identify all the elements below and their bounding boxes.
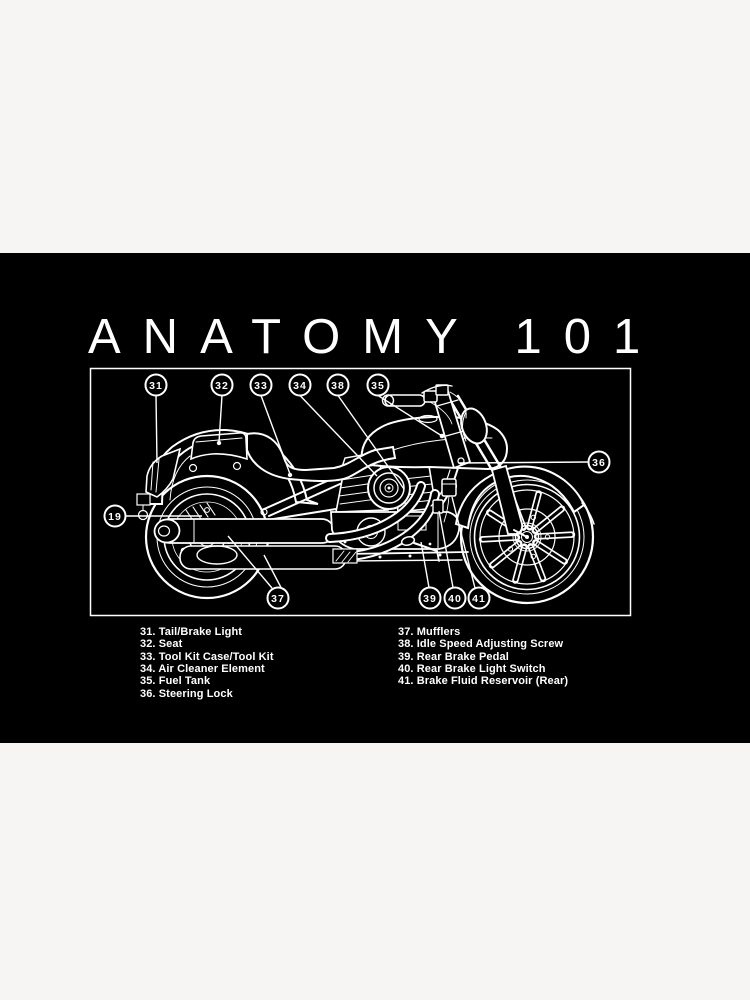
callout-33: 33	[249, 373, 293, 478]
legend-item: 32. Seat	[140, 638, 183, 651]
frame-rails	[332, 548, 469, 564]
callout-38-label: 38	[331, 380, 345, 392]
callout-34-label: 34	[293, 380, 307, 392]
callout-36: 36	[458, 450, 611, 474]
callout-19: 19	[103, 504, 202, 528]
callout-37-label: 37	[271, 593, 285, 605]
legend-item: 37. Mufflers	[398, 626, 461, 638]
legend-item: 40. Rear Brake Light Switch	[398, 663, 546, 676]
legend-item: 36. Steering Lock	[140, 687, 233, 700]
legend-item: 41. Brake Fluid Reservoir (Rear)	[398, 675, 569, 688]
motorcycle-drawing	[136, 384, 595, 605]
motorcycle-diagram: 19 31 32 33	[89, 367, 632, 617]
callout-35: 35	[366, 373, 445, 439]
front-fender	[454, 465, 595, 530]
legend-item: 38. Idle Speed Adjusting Screw	[398, 638, 564, 651]
callout-40-label: 40	[448, 593, 462, 605]
callout-39-label: 39	[423, 593, 437, 605]
callout-41: 41	[451, 496, 491, 610]
legend-left-column: 31. Tail/Brake Light 32. Seat 33. Tool K…	[140, 626, 274, 700]
callout-39: 39	[418, 541, 442, 610]
callout-32: 32	[210, 373, 234, 446]
callout-35-label: 35	[371, 380, 385, 392]
mufflers	[153, 518, 347, 570]
callout-32-label: 32	[215, 380, 229, 392]
callout-31-label: 31	[149, 380, 163, 392]
callout-33-label: 33	[254, 380, 268, 392]
legend-item: 31. Tail/Brake Light	[140, 626, 243, 638]
legend-item: 35. Fuel Tank	[140, 675, 211, 688]
legend-item: 39. Rear Brake Pedal	[398, 650, 509, 663]
callout-38: 38	[326, 373, 405, 490]
page-title: ANATOMY 101	[88, 310, 663, 364]
headlight	[460, 407, 488, 445]
callout-19-label: 19	[108, 511, 122, 523]
diagram-border	[89, 367, 632, 617]
callout-37: 37	[227, 535, 290, 610]
callout-34: 34	[288, 373, 378, 477]
legend-item: 34. Air Cleaner Element	[140, 663, 265, 676]
legend-item: 33. Tool Kit Case/Tool Kit	[140, 650, 274, 663]
steering-lock	[457, 457, 465, 465]
rear-brake-controls	[400, 478, 457, 562]
callout-31: 31	[144, 373, 168, 464]
callout-36-label: 36	[592, 457, 606, 469]
callout-41-label: 41	[472, 593, 486, 605]
legend-right-column: 37. Mufflers 38. Idle Speed Adjusting Sc…	[398, 626, 568, 688]
brake-fluid-reservoir	[441, 478, 457, 497]
artwork-panel: ANATOMY 101	[0, 253, 750, 743]
callout-40: 40	[438, 510, 467, 610]
rear-brake-pedal	[400, 536, 416, 546]
rear-brake-light-switch	[432, 499, 444, 514]
callouts: 19 31 32 33	[103, 373, 611, 610]
handlebar	[381, 384, 467, 425]
